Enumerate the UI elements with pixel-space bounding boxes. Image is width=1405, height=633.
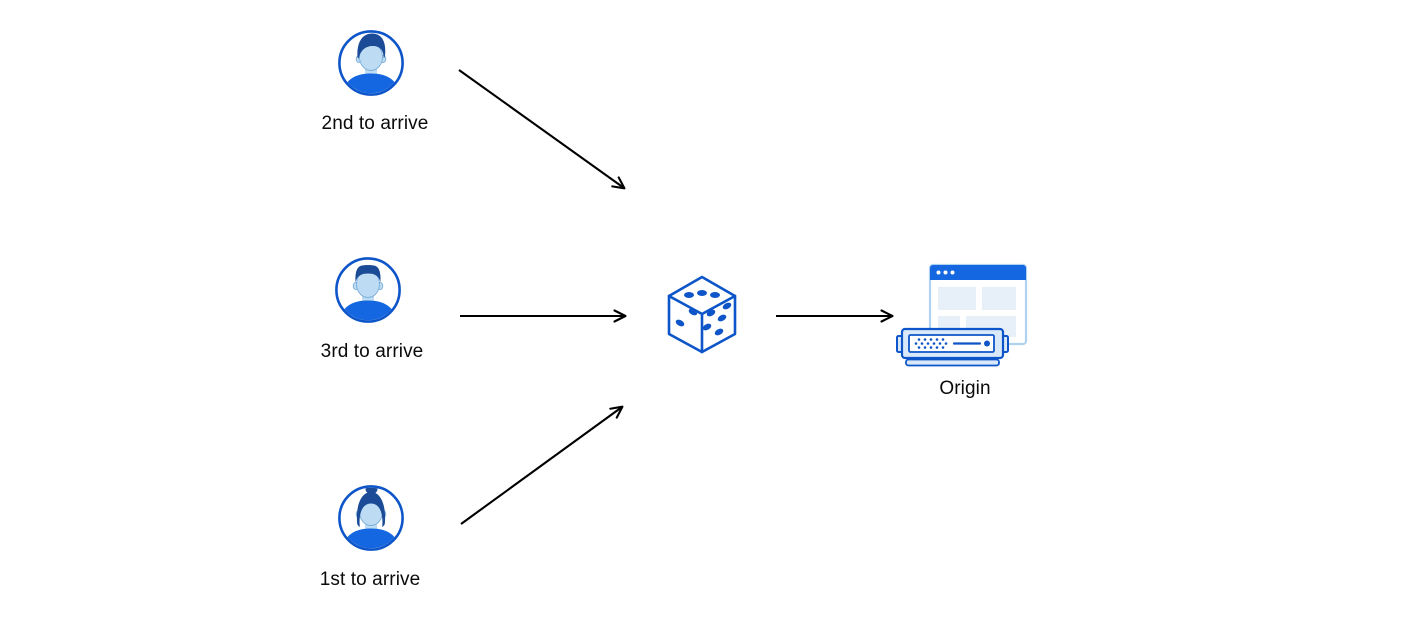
node-user-first — [336, 483, 406, 558]
server-vent-dots — [914, 338, 948, 349]
hair-swept — [357, 33, 386, 59]
node-label-second: 2nd to arrive — [321, 113, 429, 134]
hair-short — [355, 264, 381, 282]
origin-server-icon — [896, 263, 1028, 367]
edge-second-to-randomizer — [458, 69, 626, 190]
user-avatar-icon — [338, 30, 404, 96]
edge-first-to-randomizer — [460, 405, 624, 525]
node-label-origin: Origin — [939, 378, 991, 399]
node-label-first: 1st to arrive — [319, 569, 421, 590]
node-randomizer — [659, 267, 745, 366]
dice-icon — [667, 275, 737, 354]
hair-bun — [356, 492, 386, 527]
server-icon — [896, 327, 1009, 367]
node-user-third — [333, 255, 403, 330]
node-label-third: 3rd to arrive — [320, 341, 424, 362]
user-avatar-icon — [335, 257, 401, 323]
user-avatar-icon — [338, 485, 404, 551]
node-user-second — [336, 28, 406, 103]
node-origin — [890, 258, 1030, 373]
server-power-led — [984, 340, 990, 347]
